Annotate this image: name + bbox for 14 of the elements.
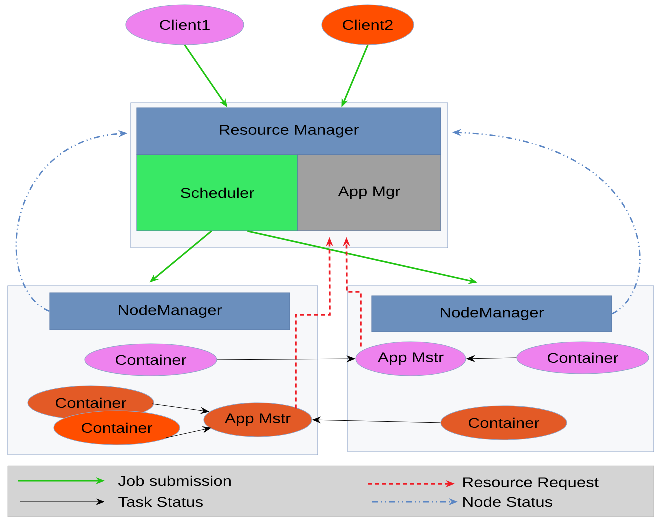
scheduler-box: Scheduler [136,154,298,232]
arrow [166,426,212,438]
legend-label: Job submission [118,476,231,486]
legend-label: Resource Request [464,478,599,490]
manager-box: App Mgr [298,154,442,232]
arrow [217,356,356,362]
arrow [312,417,441,424]
arrow [152,404,210,414]
node-header: NodeManager [50,292,290,330]
legend-label: Node Status [464,496,552,508]
legend-label: Task Status [118,496,203,508]
node-header: NodeManager [372,296,612,332]
manager-header: Resource Manager [136,108,442,156]
arrow [466,356,517,362]
